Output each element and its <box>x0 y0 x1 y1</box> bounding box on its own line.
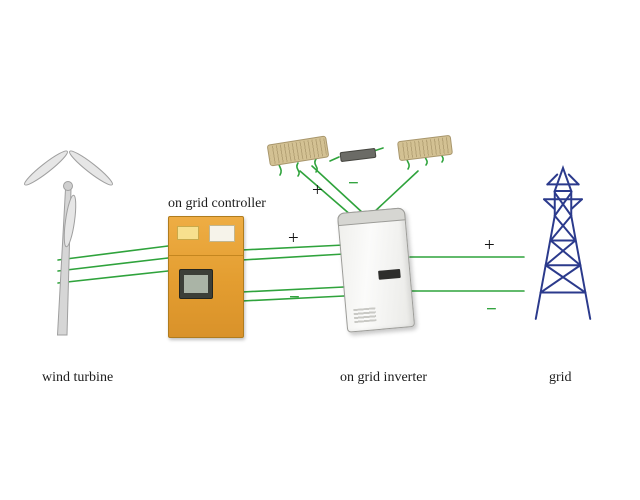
wind-turbine-label: wind turbine <box>42 370 114 385</box>
minus-sign-dumpload: − <box>348 173 359 194</box>
on-grid-inverter <box>336 207 416 333</box>
tower-arm-diag-3 <box>543 198 556 211</box>
turbine-blade-down <box>63 194 77 248</box>
wire-inverter-resistor-1 <box>299 170 353 217</box>
grid-label: grid <box>549 370 572 385</box>
tower-arm-diag-4 <box>570 198 583 211</box>
inverter-vents <box>353 307 377 324</box>
resistor-left-lead-2 <box>296 162 300 177</box>
minus-sign-controller-inverter: − <box>289 287 300 308</box>
controller-sticker <box>177 226 199 240</box>
wire-turbine-controller-1 <box>57 245 169 261</box>
wire-turbine-controller-3 <box>57 270 169 284</box>
tower-brace-2a <box>544 239 577 267</box>
wire-controller-inverter-pos-2 <box>241 253 345 261</box>
wire-inverter-resistor-3 <box>371 170 419 215</box>
controller-seam <box>169 255 243 256</box>
controller-label: on grid controller <box>168 196 266 211</box>
controller-display-screen <box>184 275 208 293</box>
wire-controller-inverter-neg-2 <box>241 295 345 302</box>
turbine-hub <box>63 181 73 191</box>
tower-brace-1a <box>539 264 582 294</box>
wire-turbine-controller-2 <box>57 257 169 272</box>
tower-right-leg <box>570 190 592 320</box>
tower-peak <box>553 164 573 192</box>
tower-arm-diag-1 <box>546 173 559 186</box>
tower-arm-diag-2 <box>567 173 580 186</box>
tower-brace-3a <box>549 214 573 242</box>
tower-brace-3b <box>553 214 577 242</box>
tower-brace-1b <box>544 264 587 294</box>
wind-turbine <box>24 150 113 336</box>
grid-tower <box>534 164 592 320</box>
turbine-blade-right <box>69 150 113 186</box>
controller-display <box>179 269 213 299</box>
wire-controller-inverter-neg-1 <box>241 286 345 293</box>
plus-sign-controller-inverter: + <box>288 228 299 249</box>
connector-lead-left <box>329 156 340 162</box>
turbine-blade-left <box>24 150 68 186</box>
inverter-display-slot <box>378 268 401 280</box>
wire-inverter-resistor-2 <box>311 165 365 215</box>
controller-nameplate <box>209 225 235 242</box>
tower-left-leg <box>534 190 556 320</box>
tower-brace-2b <box>549 239 582 267</box>
on-grid-controller <box>168 216 244 338</box>
wire-controller-inverter-pos-1 <box>241 244 345 251</box>
plus-sign-inverter-grid: + <box>484 235 495 256</box>
minus-sign-inverter-grid: − <box>486 299 497 320</box>
resistor-fins <box>399 137 451 159</box>
tower-top-x2 <box>553 191 573 217</box>
plus-sign-dumpload: + <box>312 180 323 201</box>
inverter-label: on grid inverter <box>340 370 428 385</box>
resistor-left-lead-3 <box>314 158 318 173</box>
